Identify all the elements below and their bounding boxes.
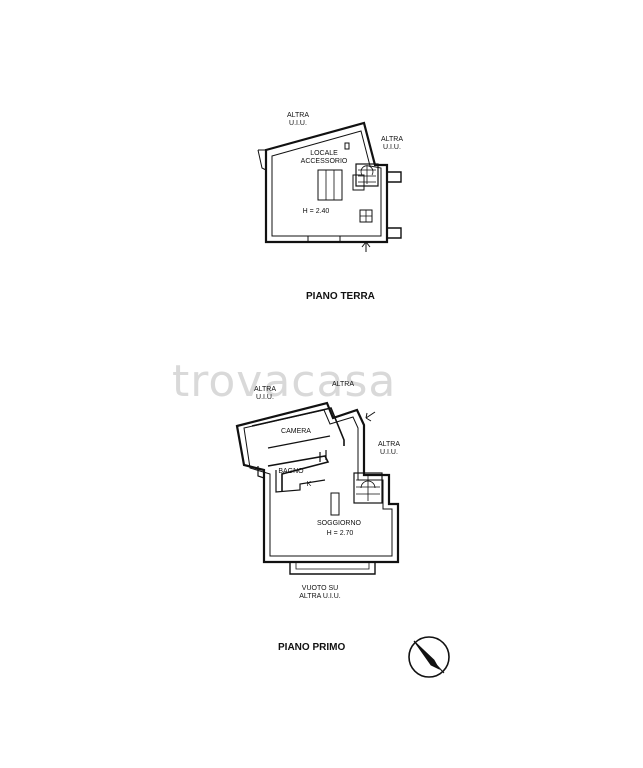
- title-piano-terra: PIANO TERRA: [306, 291, 375, 302]
- ground-floor-plan: [257, 121, 402, 252]
- label-uiu: U.I.U.: [383, 144, 401, 151]
- title-piano-primo: PIANO PRIMO: [278, 642, 346, 653]
- label-altra-uiu: ALTRA U.I.U.: [299, 593, 341, 600]
- label-vuoto-su-altra-uiu: VUOTO SU ALTRA U.I.U.: [292, 585, 348, 601]
- label-altra-uiu-a: ALTRA U.I.U.: [248, 386, 282, 402]
- label-altra: ALTRA: [253, 386, 277, 393]
- label-altra-uiu-right: ALTRA U.I.U.: [372, 136, 412, 152]
- label-accessorio: ACCESSORIO: [300, 158, 348, 165]
- label-height-first: H = 2.70: [326, 530, 354, 537]
- label-uiu: U.I.U.: [289, 120, 307, 127]
- label-altra-uiu-left: ALTRA U.I.U.: [278, 112, 318, 128]
- label-height-ground: H = 2.40: [302, 208, 330, 215]
- north-arrow-icon: [408, 636, 450, 678]
- watermark: trovacasa: [172, 356, 397, 407]
- label-vuoto-su: VUOTO SU: [301, 585, 339, 592]
- label-locale-accessorio: LOCALE ACCESSORIO: [284, 150, 364, 166]
- label-altra: ALTRA: [377, 441, 401, 448]
- label-soggiorno: SOGGIORNO: [317, 520, 361, 527]
- label-bagno: BAGNO: [278, 468, 304, 475]
- label-altra-b: ALTRA: [331, 381, 355, 388]
- first-floor-plan: [235, 401, 400, 575]
- label-camera: CAMERA: [281, 428, 311, 435]
- label-altra: ALTRA: [286, 112, 310, 119]
- label-altra: ALTRA: [380, 136, 404, 143]
- label-uiu: U.I.U.: [380, 449, 398, 456]
- label-altra-uiu-c: ALTRA U.I.U.: [372, 441, 406, 457]
- label-kitchen: K: [306, 481, 312, 488]
- label-uiu: U.I.U.: [256, 394, 274, 401]
- label-locale: LOCALE: [310, 150, 338, 157]
